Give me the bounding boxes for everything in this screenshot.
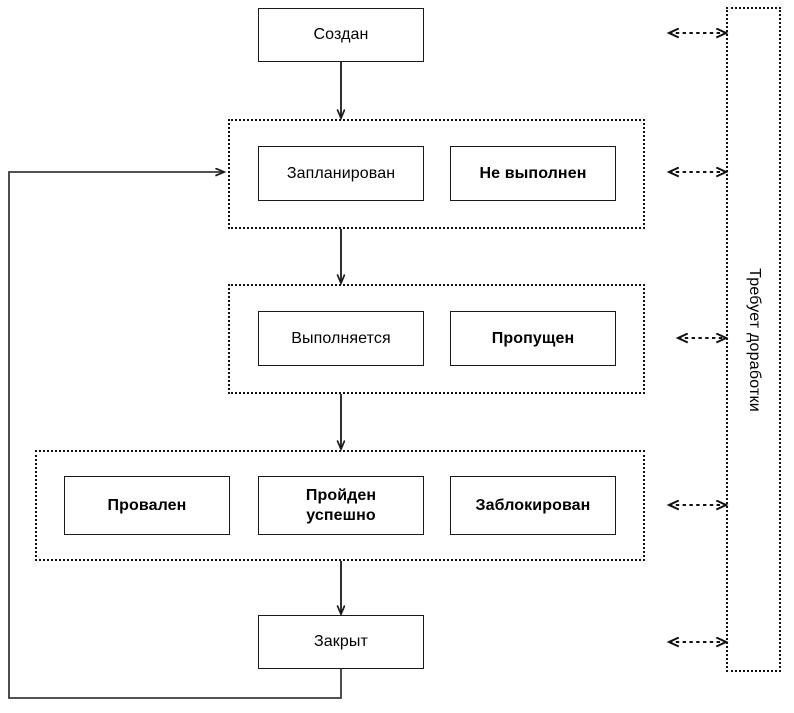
- panel-requires-rework[interactable]: Требует доработки: [726, 7, 781, 672]
- node-closed[interactable]: Закрыт: [258, 615, 424, 669]
- group-planned-row: [228, 119, 645, 229]
- node-in-progress[interactable]: Выполняется: [258, 311, 424, 366]
- panel-requires-rework-label: Требует доработки: [745, 267, 763, 412]
- node-created[interactable]: Создан: [258, 8, 424, 62]
- node-not-executed[interactable]: Не выполнен: [450, 146, 616, 201]
- node-blocked[interactable]: Заблокирован: [450, 476, 616, 535]
- node-failed[interactable]: Провален: [64, 476, 230, 535]
- node-skipped[interactable]: Пропущен: [450, 311, 616, 366]
- group-result-row: [35, 450, 645, 561]
- node-passed[interactable]: Пройден успешно: [258, 476, 424, 535]
- node-planned[interactable]: Запланирован: [258, 146, 424, 201]
- group-progress-row: [228, 284, 645, 394]
